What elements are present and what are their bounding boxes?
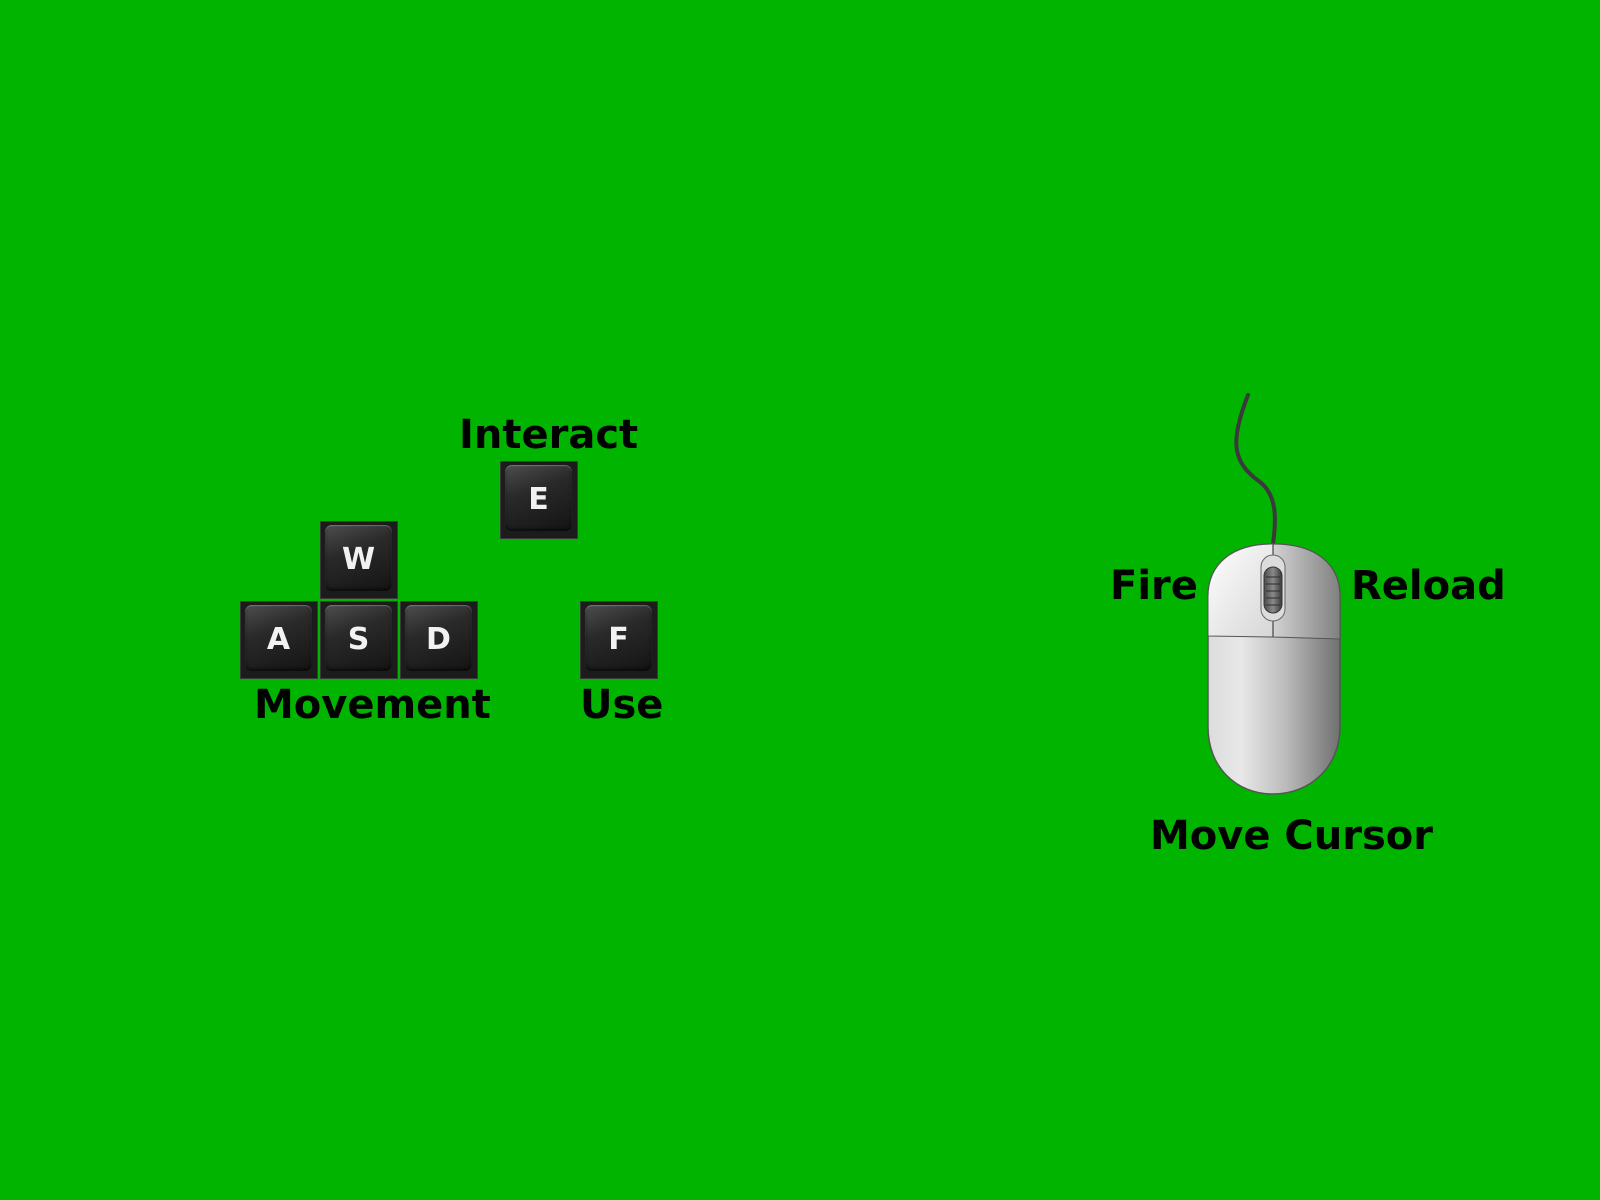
key-s-letter: S	[347, 622, 370, 657]
key-f-letter: F	[608, 622, 629, 657]
key-w: W	[320, 521, 398, 599]
keycap	[405, 605, 472, 671]
computer-mouse-icon	[1207, 393, 1341, 795]
key-a-letter: A	[266, 622, 291, 657]
key-e-letter: E	[528, 482, 549, 517]
key-d: D	[400, 601, 478, 679]
use-label: Use	[580, 682, 664, 728]
fire-label: Fire	[1110, 563, 1198, 609]
move-cursor-label: Move Cursor	[1150, 813, 1433, 859]
reload-label: Reload	[1351, 563, 1506, 609]
key-f: F	[580, 601, 658, 679]
keycap	[325, 605, 392, 671]
key-e: E	[500, 461, 578, 539]
key-w-letter: W	[341, 542, 376, 577]
movement-label: Movement	[254, 682, 491, 728]
keycap	[585, 605, 652, 671]
mouse-right-button	[1272, 543, 1341, 640]
key-s: S	[320, 601, 398, 679]
key-d-letter: D	[426, 622, 451, 657]
interact-label: Interact	[459, 412, 639, 458]
keycap	[325, 525, 392, 591]
mouse-scroll-wheel	[1263, 566, 1283, 614]
key-a: A	[240, 601, 318, 679]
keycap	[505, 465, 572, 531]
mouse-cable	[1234, 393, 1277, 546]
keycap	[245, 605, 312, 671]
